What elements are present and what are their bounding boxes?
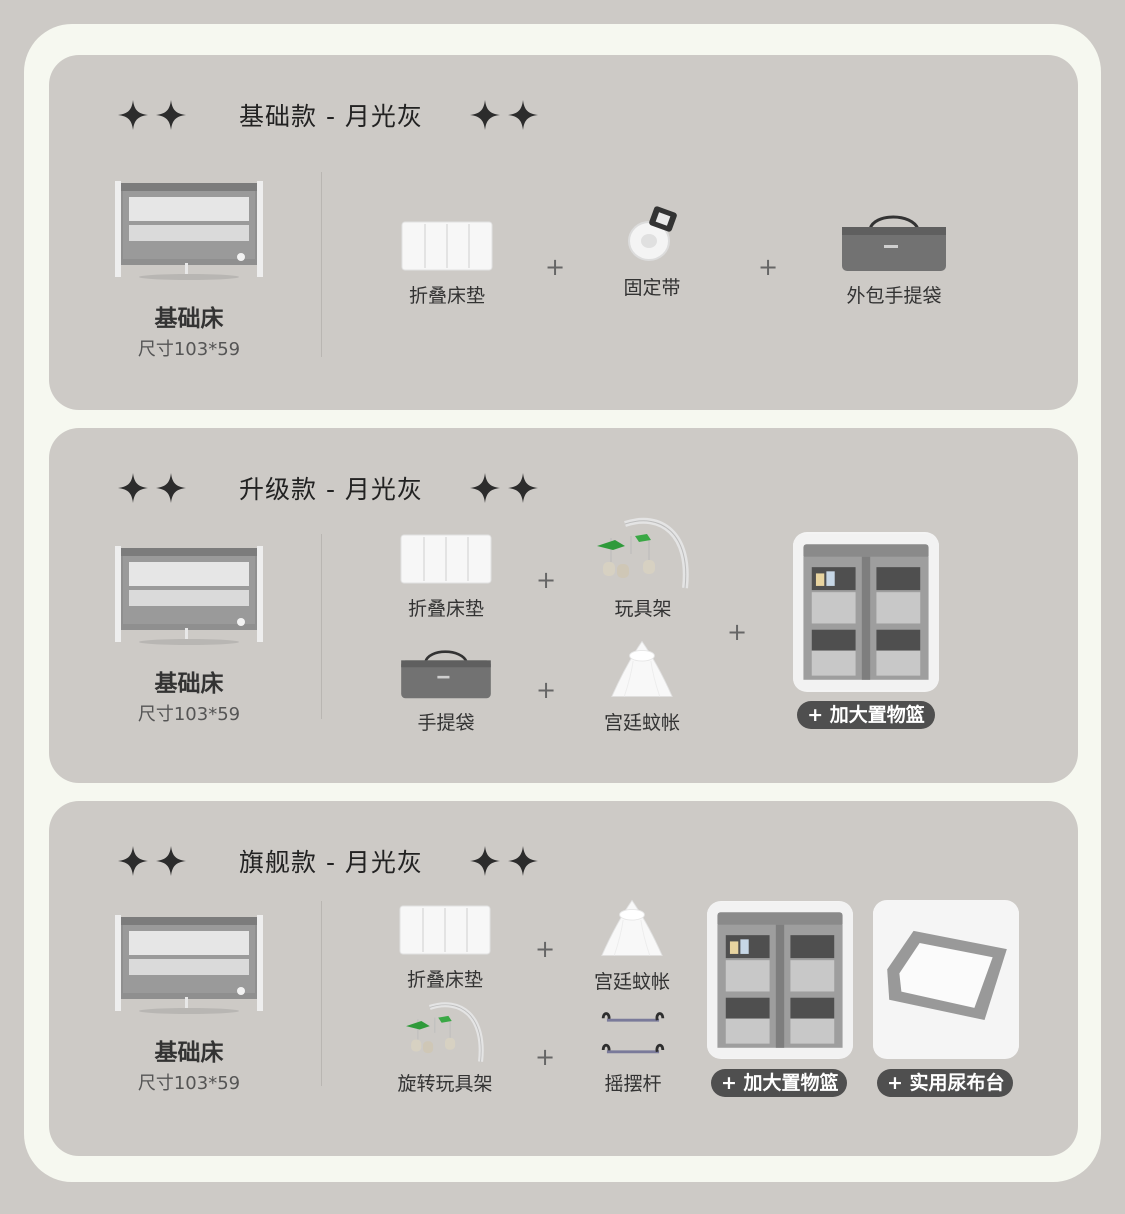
item-carry-bag: 外包手提袋: [824, 215, 964, 308]
sparkle-group-right: [469, 99, 539, 131]
tier-title: 升级款 - 月光灰: [239, 475, 423, 504]
sparkle-icon: [155, 845, 187, 877]
item-carry-bag: 手提袋: [389, 650, 503, 735]
item-mosquito-net: 宫廷蚊帐: [587, 897, 677, 994]
playpen-bed-image: [115, 913, 263, 1015]
sparkle-icon: [117, 472, 149, 504]
sparkle-group-left: [117, 845, 187, 877]
storage-basket-image: [707, 901, 853, 1059]
sparkle-group-left: [117, 99, 187, 131]
storage-basket-card: [793, 532, 939, 692]
mattress-image: [401, 219, 493, 273]
storage-basket-card: [707, 901, 853, 1059]
sparkle-icon: [155, 99, 187, 131]
storage-basket-image: [793, 532, 939, 692]
strap-image: [617, 205, 687, 265]
sparkle-icon: [155, 472, 187, 504]
sparkle-icon: [117, 845, 149, 877]
item-mattress: 折叠床垫: [395, 903, 495, 992]
mattress-image: [399, 903, 491, 957]
item-label: 旋转玩具架: [397, 1073, 493, 1095]
swing-rods-image: [595, 1009, 671, 1063]
item-strap: 固定带: [602, 205, 702, 300]
sparkle-icon: [507, 472, 539, 504]
bed-name: 基础床: [154, 671, 224, 697]
plus-sign: +: [757, 253, 779, 281]
plus-sign: +: [544, 253, 566, 281]
item-label: 折叠床垫: [406, 969, 483, 991]
playpen-bed-image: [115, 544, 263, 646]
item-label: 固定带: [623, 277, 681, 299]
mosquito-net-image: [602, 638, 682, 700]
mosquito-net-image: [592, 897, 672, 959]
tier-panel-upgrade: 升级款 - 月光灰 基础床 尺寸103*59 折叠床垫 + 玩具架 手提袋 + …: [49, 428, 1078, 783]
item-label: 宫廷蚊帐: [603, 712, 680, 734]
sparkle-icon: [469, 845, 501, 877]
sparkle-icon: [469, 472, 501, 504]
item-label: 外包手提袋: [846, 285, 942, 307]
tier-title-row: 基础款 - 月光灰: [117, 91, 539, 139]
item-mattress: 折叠床垫: [397, 219, 497, 308]
sparkle-group-right: [469, 472, 539, 504]
bed-name: 基础床: [154, 1040, 224, 1066]
diaper-changer-image: [873, 900, 1019, 1059]
extra-badge: + 加大置物篮: [711, 1069, 847, 1097]
divider: [321, 172, 322, 357]
tier-panel-flagship: 旗舰款 - 月光灰 基础床 尺寸103*59 折叠床垫 + 宫廷蚊帐 旋转玩具架…: [49, 801, 1078, 1156]
item-rotating-toy-arch: 旋转玩具架: [385, 999, 505, 1096]
item-label: 手提袋: [417, 712, 475, 734]
item-mosquito-net: 宫廷蚊帐: [597, 638, 687, 735]
item-label: 摇摆杆: [604, 1073, 662, 1095]
sparkle-icon: [507, 99, 539, 131]
item-label: 宫廷蚊帐: [593, 971, 670, 993]
bed-name: 基础床: [154, 306, 224, 332]
sparkle-icon: [469, 99, 501, 131]
rotating-toy-arch-image: [393, 999, 497, 1065]
item-label: 玩具架: [614, 598, 672, 620]
item-label: 折叠床垫: [408, 285, 485, 307]
tier-title-row: 升级款 - 月光灰: [117, 464, 539, 512]
bed-size: 尺寸103*59: [137, 704, 241, 725]
plus-sign: +: [535, 566, 557, 594]
extra-badge: + 实用尿布台: [877, 1069, 1013, 1097]
sparkle-group-left: [117, 472, 187, 504]
bed-size: 尺寸103*59: [137, 339, 241, 360]
sparkle-icon: [117, 99, 149, 131]
item-toy-arch: 玩具架: [587, 514, 699, 621]
sparkle-icon: [507, 845, 539, 877]
tier-title: 旗舰款 - 月光灰: [239, 848, 423, 877]
plus-sign: +: [726, 618, 748, 646]
item-swing-rods: 摇摆杆: [591, 1009, 675, 1096]
carry-bag-image: [840, 215, 948, 273]
sparkle-group-right: [469, 845, 539, 877]
divider: [321, 534, 322, 719]
toy-arch-image: [591, 514, 695, 592]
tier-title: 基础款 - 月光灰: [239, 102, 423, 131]
divider: [321, 901, 322, 1086]
extra-badge: + 加大置物篮: [797, 701, 935, 729]
plus-sign: +: [534, 1043, 556, 1071]
plus-sign: +: [534, 935, 556, 963]
tier-title-row: 旗舰款 - 月光灰: [117, 837, 539, 885]
carry-bag-image: [392, 650, 500, 700]
diaper-changer-card: [873, 900, 1019, 1059]
bed-size: 尺寸103*59: [137, 1073, 241, 1094]
item-label: 折叠床垫: [407, 598, 484, 620]
mattress-image: [400, 532, 492, 586]
item-mattress: 折叠床垫: [396, 532, 496, 621]
plus-sign: +: [535, 676, 557, 704]
playpen-bed-image: [115, 179, 263, 281]
tier-panel-basic: 基础款 - 月光灰 基础床 尺寸103*59 折叠床垫 + 固定带 + 外包手提…: [49, 55, 1078, 410]
